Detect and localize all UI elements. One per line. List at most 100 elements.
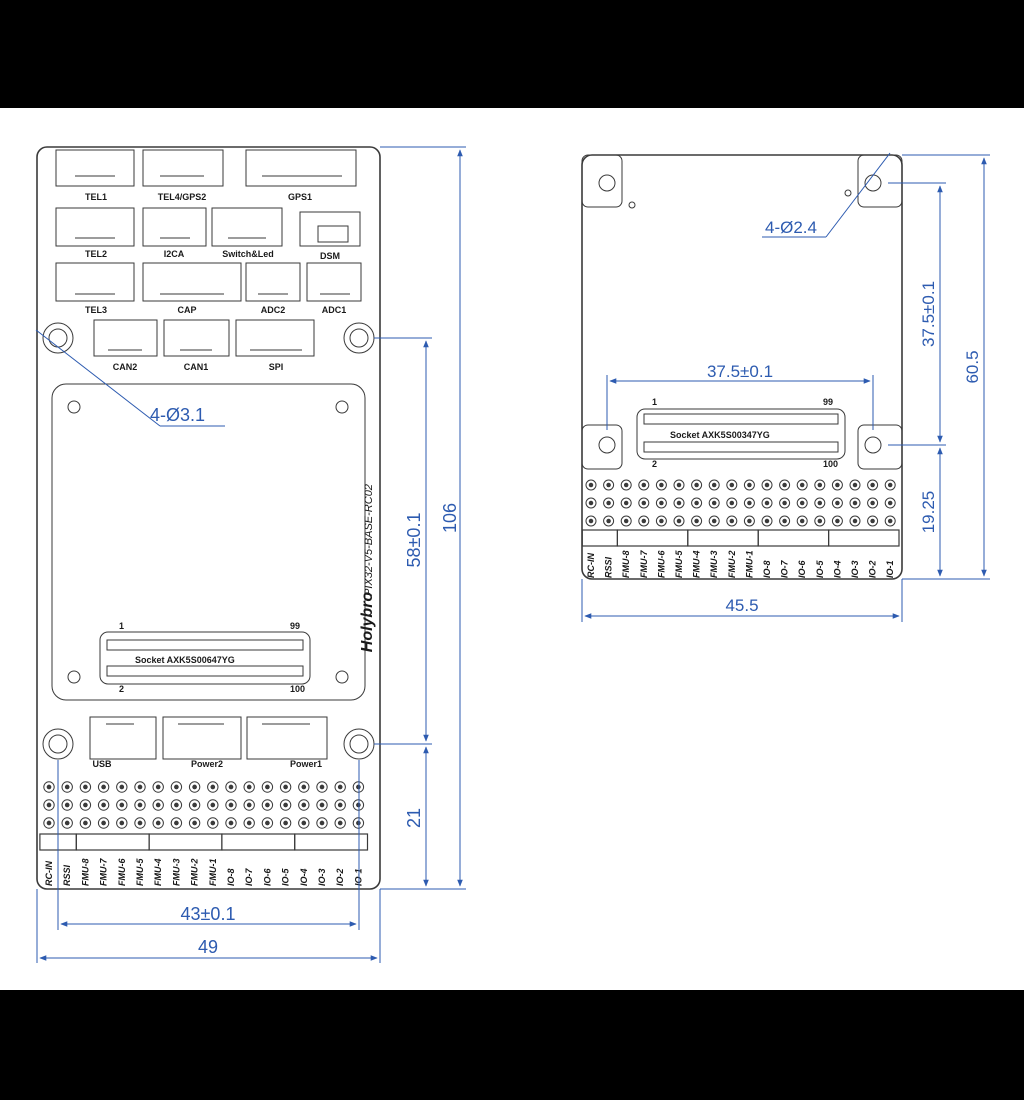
pin-center: [711, 482, 717, 488]
pin-center: [764, 482, 770, 488]
connector-label: Power2: [191, 759, 223, 769]
pin-label: RC-IN: [586, 553, 596, 578]
pin: [867, 497, 879, 509]
pin-label: RSSI: [604, 556, 614, 578]
pin-center: [764, 518, 770, 524]
board-revision-text: PIX32-V5-BASE-RC02: [363, 484, 375, 596]
dim-pin-header-height: 21: [404, 808, 424, 828]
dim-hole-spacing-horizontal: 43±0.1: [181, 904, 236, 924]
pin: [116, 781, 128, 793]
dim-total-width: 45.5: [725, 596, 758, 615]
pin: [261, 781, 274, 793]
pin: [603, 479, 615, 491]
pin-center: [799, 518, 805, 524]
pin-center: [641, 518, 647, 524]
pin: [207, 799, 219, 811]
pin-center: [337, 820, 343, 826]
pin-center: [119, 820, 125, 826]
pin: [673, 515, 685, 527]
pin-center: [729, 482, 735, 488]
pin-center: [799, 482, 805, 488]
pin: [79, 799, 92, 811]
socket-pin-label: 99: [823, 397, 833, 407]
pin-center: [283, 784, 288, 790]
pin: [170, 799, 183, 811]
pin: [796, 497, 808, 509]
pin-center: [137, 802, 143, 808]
pin-center: [641, 482, 647, 488]
pin: [152, 817, 164, 829]
pin: [97, 799, 110, 811]
pin: [779, 479, 791, 491]
pin-center: [729, 518, 735, 524]
pin-center: [192, 820, 197, 826]
pin: [170, 817, 183, 829]
pin-center: [817, 500, 823, 506]
pin: [279, 817, 292, 829]
pin-center: [659, 500, 664, 506]
pin-center: [676, 518, 682, 524]
pin: [352, 781, 365, 793]
pin-label: IO-8: [762, 560, 772, 578]
fmu-module-outline: [51, 383, 366, 701]
pin: [279, 799, 292, 811]
pin: [726, 497, 738, 509]
pin-label: FMU-7: [639, 550, 649, 578]
pin-center: [228, 802, 234, 808]
pin-center: [852, 518, 858, 524]
pin: [316, 799, 328, 811]
pin-center: [835, 518, 840, 524]
dim-total-height: 106: [440, 503, 460, 533]
pin-label: FMU-6: [117, 858, 127, 886]
pin-center: [356, 802, 361, 808]
pin: [43, 781, 55, 793]
pin-center: [119, 784, 125, 790]
pin-label: FMU-8: [621, 551, 631, 579]
connector-label: ADC2: [261, 305, 286, 315]
pin-center: [870, 518, 875, 524]
pin-center: [887, 500, 893, 506]
dim-pin-header-height: 19.25: [919, 491, 938, 534]
pin-center: [782, 500, 787, 506]
pin-center: [337, 802, 343, 808]
connector-label: SPI: [269, 362, 284, 372]
connector-label: TEL1: [85, 192, 107, 202]
pin-center: [676, 482, 682, 488]
pin: [849, 497, 861, 509]
pin: [152, 799, 164, 811]
pin: [655, 515, 667, 527]
connector-label: CAN1: [184, 362, 209, 372]
mount-hole: [598, 174, 616, 192]
connector-label: DSM: [320, 251, 340, 261]
connector-label: ADC1: [322, 305, 347, 315]
pin: [43, 817, 55, 829]
pin-center: [623, 482, 629, 488]
pin: [261, 799, 274, 811]
pin-center: [155, 784, 161, 790]
pin-header: [39, 781, 369, 851]
pin: [655, 497, 667, 509]
connector-label: TEL3: [85, 305, 107, 315]
pin-center: [623, 518, 629, 524]
pin: [691, 479, 703, 491]
pin-header: [581, 479, 900, 547]
pin-label: FMU-8: [80, 859, 90, 887]
pin-center: [887, 482, 893, 488]
pin-center: [694, 482, 699, 488]
pin: [352, 799, 365, 811]
dim-hole-diameter: 4-Ø3.1: [150, 405, 205, 425]
pin: [814, 497, 826, 509]
pin-center: [301, 784, 307, 790]
pin: [243, 817, 255, 829]
pin-center: [711, 518, 717, 524]
pin-label: FMU-4: [692, 551, 702, 579]
pin: [298, 817, 310, 829]
pin: [814, 479, 826, 491]
pin-center: [747, 482, 752, 488]
dim-hole-spacing-vertical: 58±0.1: [404, 513, 424, 568]
pin-center: [870, 500, 875, 506]
pin-group-box: [294, 833, 369, 851]
pin-center: [319, 784, 325, 790]
pin: [620, 497, 632, 509]
pin: [316, 781, 328, 793]
